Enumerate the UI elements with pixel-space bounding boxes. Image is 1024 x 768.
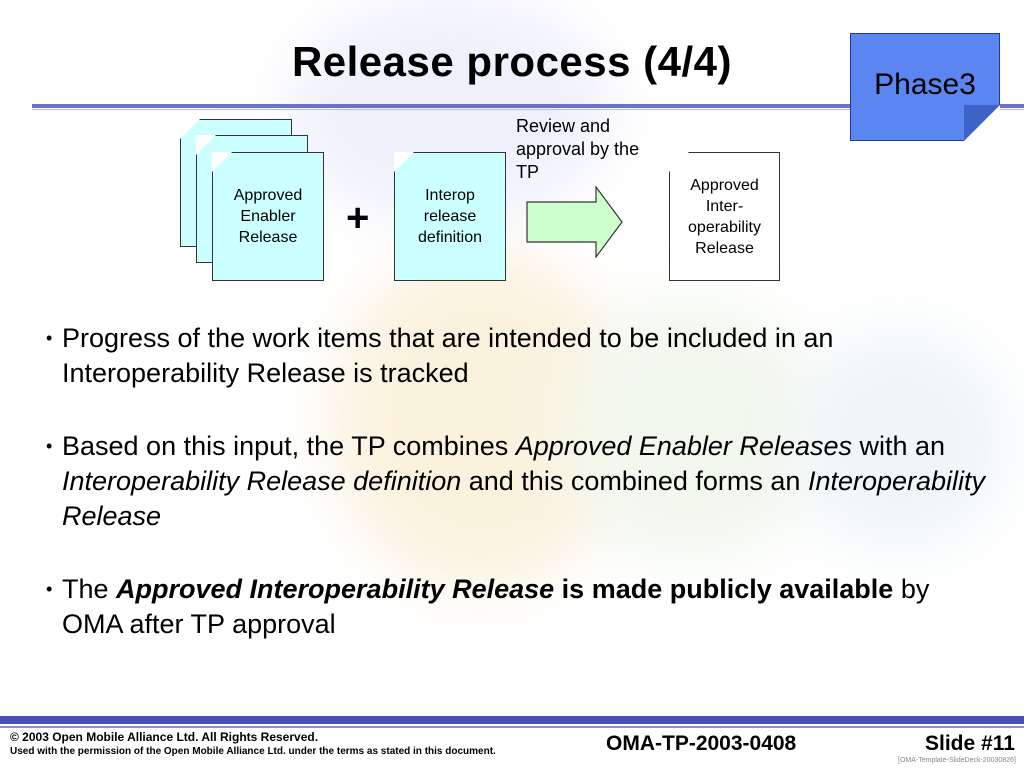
approved-interop-release-doc: Approved Inter-operability Release [669,152,780,281]
arrow-right-icon [526,186,623,258]
interop-definition-doc: Interop release definition [394,152,506,281]
footer-bar [0,716,1024,724]
bullet-text: Progress of the work items that are inte… [62,323,834,388]
title-underline-thin [32,109,1024,110]
footer-copyright: © 2003 Open Mobile Alliance Ltd. All Rig… [10,730,319,744]
result-doc-label: Approved Inter-operability Release [688,176,761,257]
footer-bar-thin [0,726,1024,728]
bullet-item: • The Approved Interoperability Release … [46,572,986,642]
footer-template-id: [OMA-Template-SlideDeck-20030826] [898,757,1016,764]
background-blob [560,300,820,560]
background-blob [790,330,1010,550]
review-caption: Review and approval by the TP [516,116,640,182]
phase-label: Phase3 [874,68,976,101]
bullet-item: • Based on this input, the TP combines A… [46,429,986,534]
enabler-doc-front: Approved Enabler Release [212,152,324,281]
bullet-dot: • [46,436,53,456]
interop-doc-label: Interop release definition [417,187,483,246]
bullet-dot: • [46,328,53,348]
phase-note: Phase3 [850,33,1000,141]
footer-doc-id: OMA-TP-2003-0408 [606,732,797,755]
slide-title: Release process (4/4) [291,38,733,85]
enabler-doc-label: Approved Enabler Release [233,187,303,246]
bullet-text: Based on this input, the TP combines App… [62,431,986,531]
bullet-text: The Approved Interoperability Release is… [62,574,930,639]
title-underline [32,104,1024,108]
plus-sign: + [346,196,370,240]
footer-permission: Used with the permission of the Open Mob… [10,746,496,757]
footer-slide-number: Slide #11 [925,732,1015,755]
bullet-item: • Progress of the work items that are in… [46,321,986,391]
bullet-dot: • [46,579,53,599]
bullet-list: • Progress of the work items that are in… [46,321,986,680]
page-fold [964,105,1000,141]
